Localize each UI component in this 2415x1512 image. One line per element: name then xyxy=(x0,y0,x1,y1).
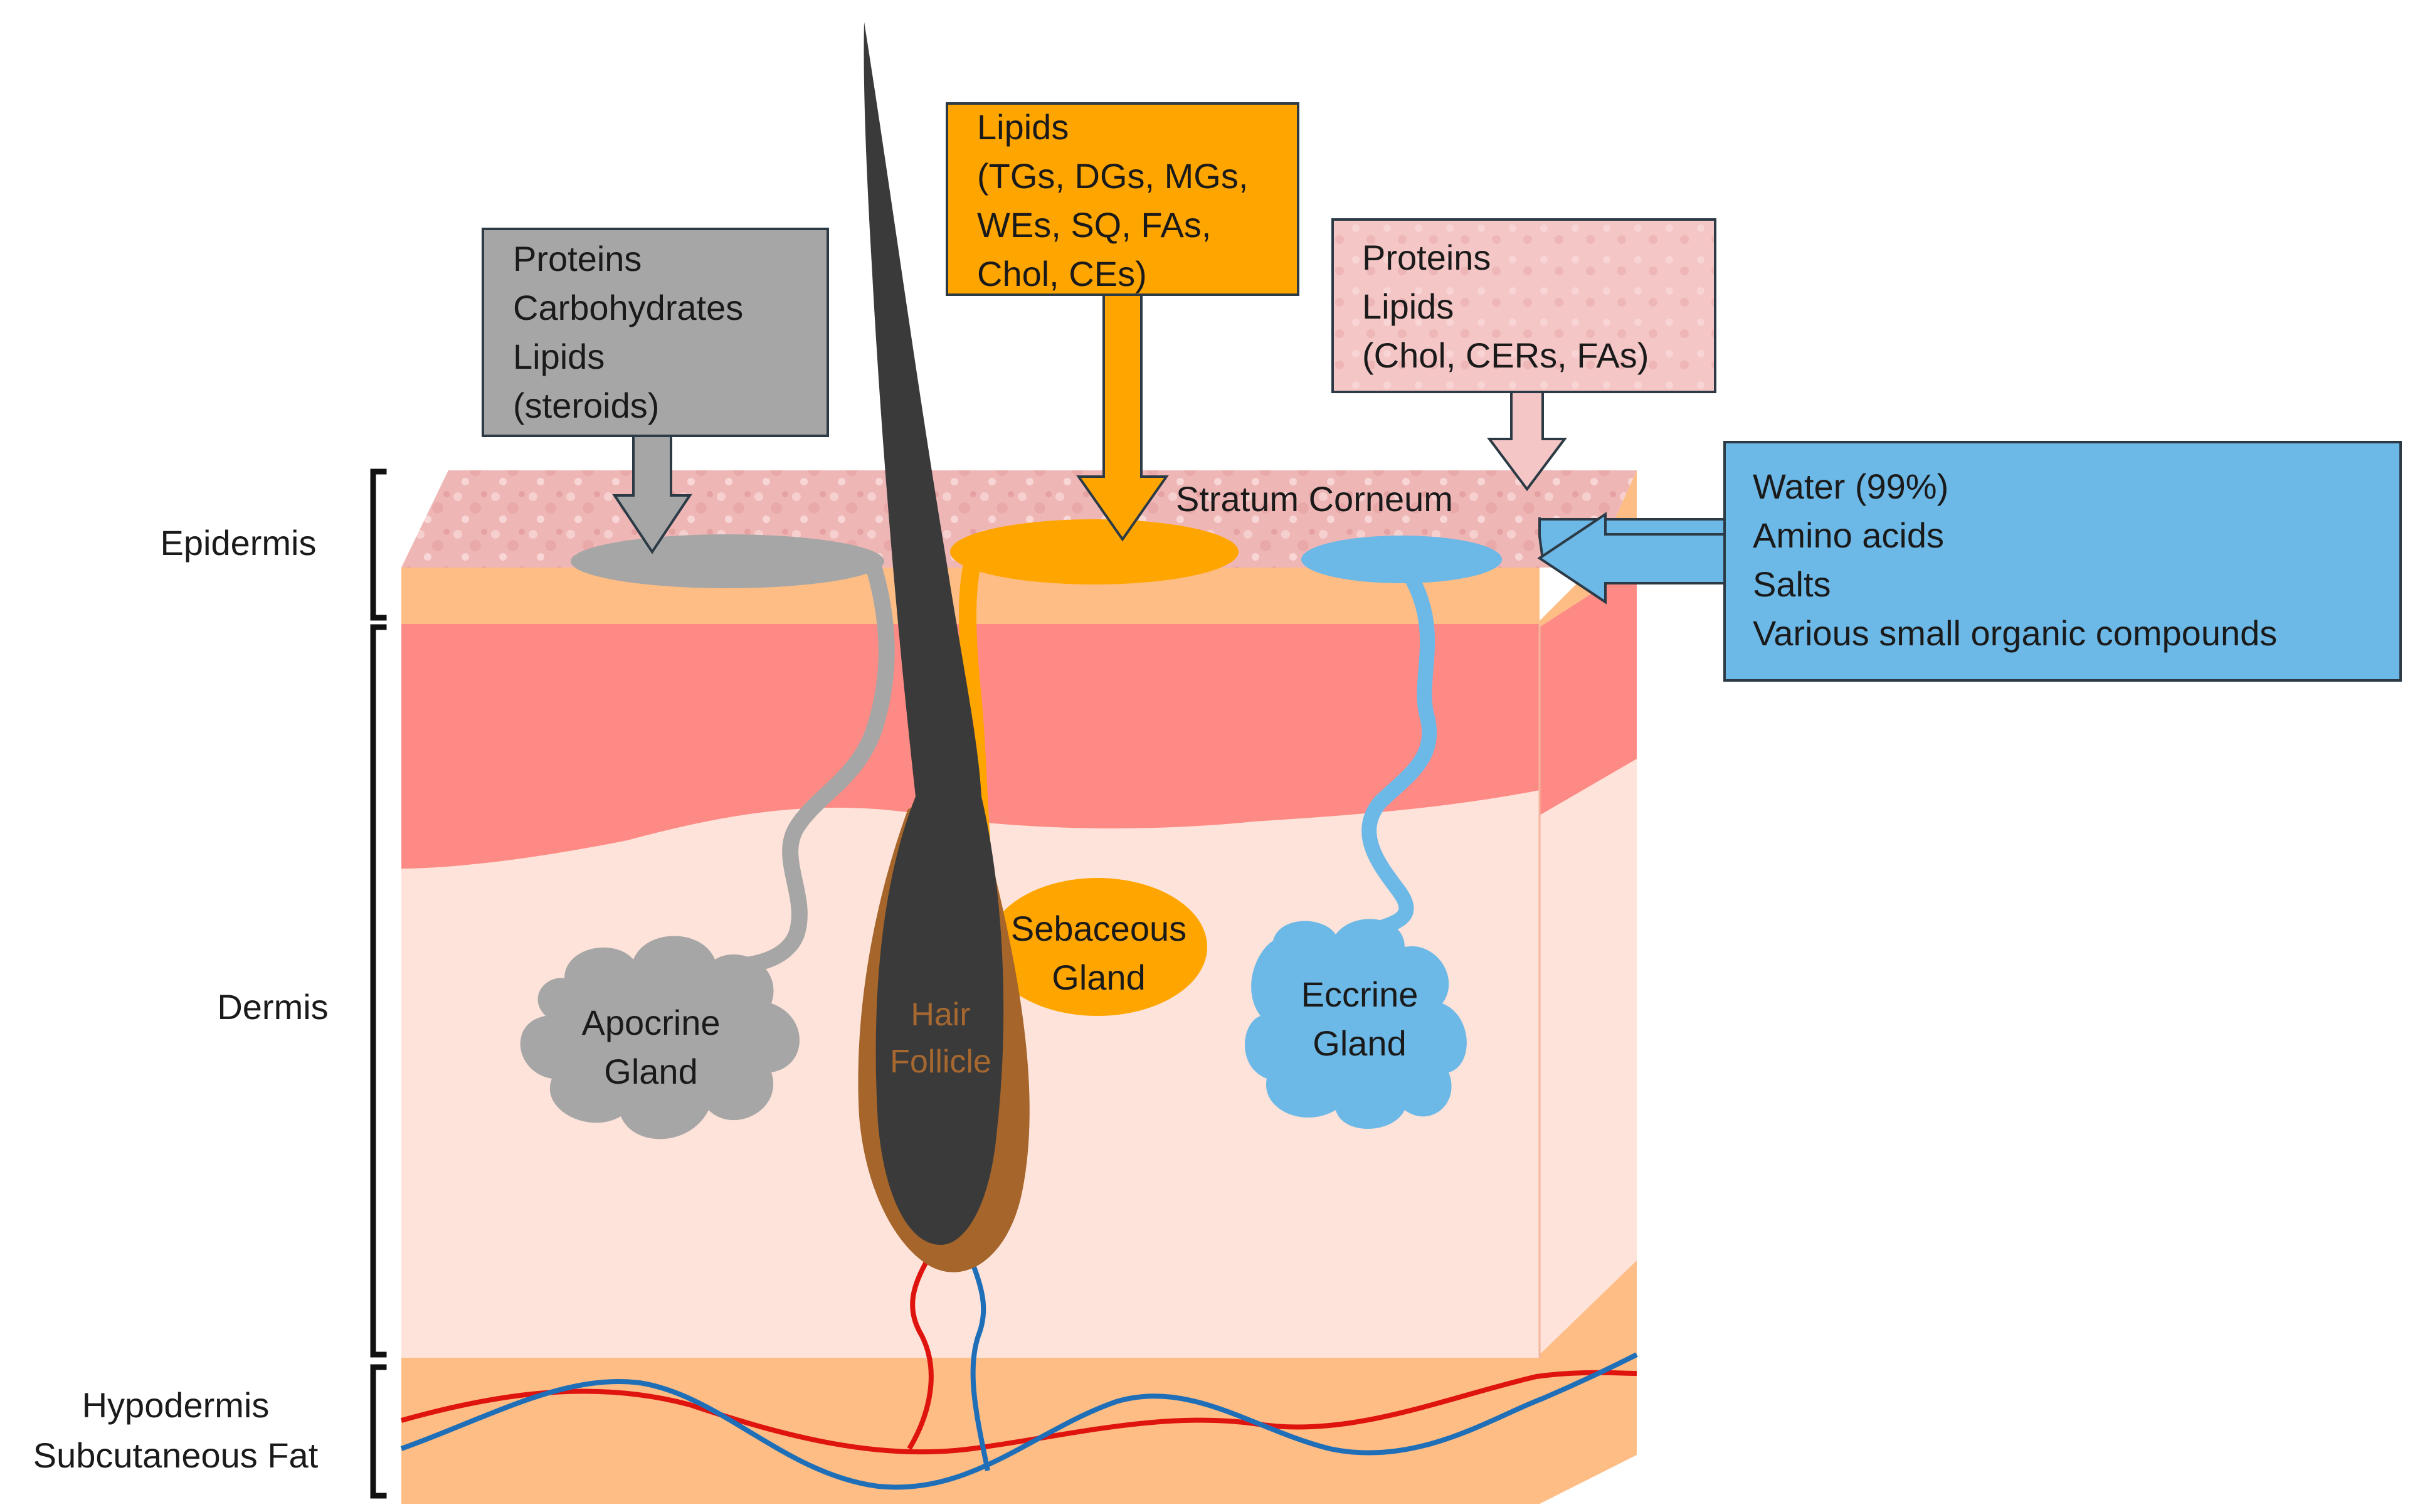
hypodermis-band xyxy=(401,1358,1540,1504)
eccrine-gland-group: Eccrine Gland xyxy=(1245,536,1502,1129)
epidermis-bracket xyxy=(370,468,387,621)
stratum-box-line3: (Chol, CERs, FAs) xyxy=(1362,336,1649,375)
stratum-box-line1: Proteins xyxy=(1362,238,1491,277)
vein-horizontal xyxy=(400,1352,1638,1490)
apocrine-box-line4: (steroids) xyxy=(513,386,659,425)
hair-follicle-group: Hair Follicle xyxy=(858,22,1030,1272)
sebaceous-secretions-box xyxy=(946,102,1299,296)
artery-vertical xyxy=(907,1246,937,1451)
hypodermis-bracket xyxy=(370,1364,387,1499)
apocrine-gland xyxy=(520,936,800,1139)
eccrine-box-line2: Amino acids xyxy=(1753,515,1944,555)
eccrine-box-line3: Salts xyxy=(1753,564,1831,604)
eccrine-secretions-box xyxy=(1723,441,2402,682)
sebaceous-label-line1: Sebaceous xyxy=(1011,909,1186,948)
sebaceous-box-line3: WEs, SQ, FAs, xyxy=(977,205,1211,245)
eccrine-label-line2: Gland xyxy=(1313,1023,1406,1063)
apocrine-box-line3: Lipids xyxy=(513,337,605,376)
apocrine-box-line2: Carbohydrates xyxy=(513,288,743,327)
sebaceous-label-line2: Gland xyxy=(1052,958,1145,997)
sebaceous-box-line4: Chol, CEs) xyxy=(977,254,1147,293)
eccrine-arrow-head xyxy=(1537,512,1729,605)
sebaceous-box-line2: (TGs, DGs, MGs, xyxy=(977,156,1248,196)
sebaceous-pore xyxy=(950,519,1239,584)
hair-shaft xyxy=(864,22,1004,1245)
apocrine-arrow xyxy=(612,431,692,554)
hypodermis-label-line1: Hypodermis xyxy=(82,1385,270,1425)
apocrine-pore xyxy=(571,534,884,588)
sebaceous-gland-group: Sebaceous Gland xyxy=(950,519,1239,1016)
eccrine-pore xyxy=(1301,536,1502,583)
stratum-arrow xyxy=(1487,384,1567,492)
dermis-label: Dermis xyxy=(217,987,328,1027)
apocrine-box-line1: Proteins xyxy=(513,239,642,278)
block-side-dermis-upper xyxy=(1540,564,1637,815)
hair-follicle-label-line2: Follicle xyxy=(890,1044,991,1080)
sebaceous-secretions-callout: Lipids (TGs, DGs, MGs, WEs, SQ, FAs, Cho… xyxy=(946,102,1299,542)
hypodermis-label-line2: Subcutaneous Fat xyxy=(33,1435,319,1475)
artery-horizontal xyxy=(400,1370,1637,1455)
stratum-secretions-box xyxy=(1331,218,1716,393)
sebaceous-box-line1: Lipids xyxy=(977,107,1069,147)
vein-vertical xyxy=(963,1244,990,1471)
apocrine-secretions-callout: Proteins Carbohydrates Lipids (steroids) xyxy=(482,228,829,554)
apocrine-label-line1: Apocrine xyxy=(581,1003,720,1042)
hair-follicle-label-line1: Hair xyxy=(911,997,970,1033)
eccrine-secretions-callout: Water (99%) Amino acids Salts Various sm… xyxy=(1537,441,2402,682)
apocrine-secretions-box xyxy=(482,228,829,437)
stratum-box-line2: Lipids xyxy=(1362,287,1454,326)
apocrine-gland-group: Apocrine Gland xyxy=(520,534,895,1139)
eccrine-box-line4: Various small organic compounds xyxy=(1753,613,2277,653)
eccrine-box-line1: Water (99%) xyxy=(1753,467,1948,506)
sebaceous-gland xyxy=(988,878,1207,1016)
stratum-corneum-label: Stratum Corneum xyxy=(1176,479,1453,519)
sebaceous-arrow xyxy=(1076,290,1169,542)
eccrine-gland xyxy=(1245,919,1467,1129)
apocrine-label-line2: Gland xyxy=(604,1052,697,1091)
dermis-bracket xyxy=(370,624,387,1358)
epidermis-label: Epidermis xyxy=(161,523,317,563)
eccrine-duct xyxy=(1361,569,1437,936)
blood-vessels xyxy=(400,1244,1638,1490)
eccrine-label-line1: Eccrine xyxy=(1301,975,1419,1014)
stratum-secretions-callout: Proteins Lipids (Chol, CERs, FAs) xyxy=(1331,218,1716,492)
apocrine-duct xyxy=(707,563,895,977)
layer-brackets xyxy=(370,468,387,1499)
